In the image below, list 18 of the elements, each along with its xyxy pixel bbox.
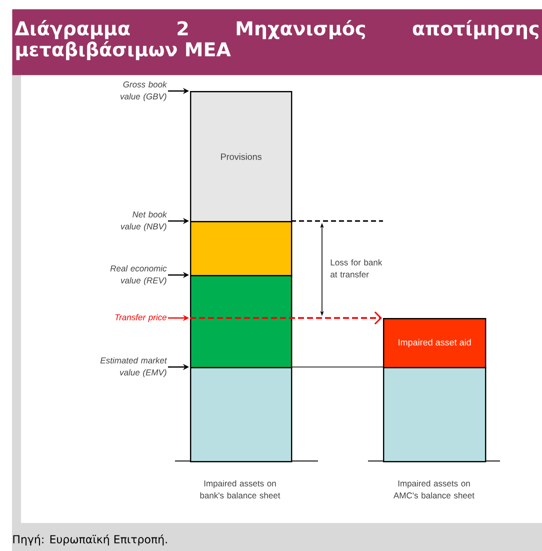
bar-segment (190, 367, 292, 462)
value-label: Gross book value (GBV) (120, 81, 168, 102)
bar-segment (190, 275, 292, 368)
title-banner: Διάγραμμα 2 Μηχανισμός αποτίμησης μεταβιβάσιμων ΜΕΑ (12, 9, 542, 76)
level-line (292, 366, 384, 368)
value-label: Estimated market value (EMV) (100, 357, 168, 378)
value-label: Real economic value (REV) (110, 265, 167, 286)
value-label: Net book value (NBV) (120, 211, 168, 232)
arrow (190, 311, 382, 325)
value-label: Transfer price (115, 314, 166, 322)
annotation: Loss for bank at transfer (330, 259, 382, 278)
bar-segment (190, 221, 292, 276)
source-note: Πηγή: Ευρωπαϊκή Επιτροπή. (13, 534, 167, 546)
bar-caption: Impaired assets on bank's balance sheet (200, 480, 280, 498)
bar-segment: Provisions (190, 91, 292, 222)
bar-segment (383, 367, 486, 462)
bar-caption: Impaired assets on AMC's balance sheet (394, 480, 474, 498)
bar-segment: Impaired asset aid (383, 318, 486, 368)
